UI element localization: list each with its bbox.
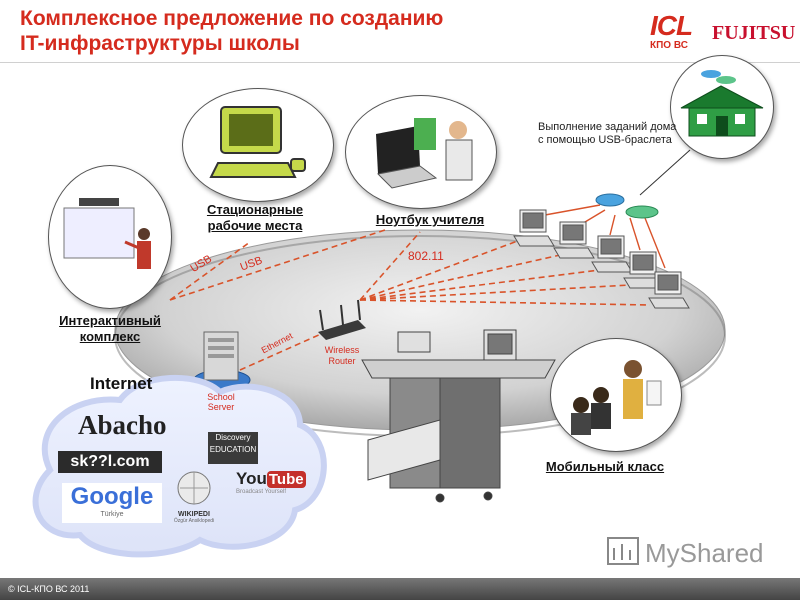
youtube-tube-text: Tube: [266, 471, 306, 488]
wifi-label: 802.11: [408, 249, 444, 263]
abacho-logo: Abacho: [78, 410, 167, 440]
youtube-subtext: Broadcast Yourself: [236, 489, 287, 495]
mobile-class-bubble: [550, 338, 682, 452]
icl-logo-subtext: КПО ВС: [650, 40, 688, 51]
interactive-whiteboard-icon: [63, 198, 151, 269]
usb-bracelet-icon: [595, 193, 659, 219]
teacher-laptop-bubble: [345, 95, 497, 209]
router-label: Wireless Router: [316, 345, 368, 367]
footer-copyright: © ICL-КПО ВС 2011: [8, 584, 90, 594]
teacher-laptop-icon: [376, 118, 473, 189]
header-divider: [0, 62, 800, 63]
fujitsu-logo: FUJITSU: [712, 22, 796, 44]
footer-bar: © ICL-КПО ВС 2011: [0, 578, 800, 600]
server-label-line-1: School: [207, 392, 235, 402]
myshared-watermark: MyShared: [645, 538, 764, 568]
workstations-label: Стационарные рабочие места: [185, 202, 325, 234]
router-label-line-1: Wireless: [324, 345, 360, 355]
google-logo: Google Türkiye: [62, 483, 162, 523]
student-laptops: [513, 209, 690, 309]
wireless-router-icon: [318, 299, 366, 340]
workstations-label-line-1: Стационарные: [206, 202, 304, 217]
workstation-bubble: [182, 88, 334, 202]
interactive-bubble: [48, 165, 172, 309]
google-text: Google: [70, 483, 154, 510]
connection-lines: [169, 229, 651, 371]
interactive-label-line-2: комплекс: [79, 329, 141, 344]
teacher-laptop-label: Ноутбук учителя: [375, 212, 485, 227]
school-server-icon: [193, 331, 251, 391]
internet-label: Internet: [90, 374, 153, 393]
router-label-line-2: Router: [328, 356, 356, 366]
wikipedia-subtext: Özgür Ansiklopedi: [173, 518, 215, 524]
wikipedia-text: WIKIPEDI: [178, 511, 210, 518]
discovery-education-logo: Discovery EDUCATION: [208, 432, 258, 464]
title-line-1: Комплексное предложение по созданию: [20, 7, 444, 30]
mobile-class-label: Мобильный класс: [545, 459, 665, 474]
icl-logo: ICL КПО ВС: [650, 12, 710, 54]
school-logo: sk??l.com: [58, 451, 162, 473]
usb-bracelet-arrows: [544, 204, 666, 269]
interactive-label-line-1: Интерактивный: [59, 313, 161, 328]
home-link-arrow: [639, 149, 691, 196]
homework-text: Выполнение заданий дома с помощью USB-бр…: [538, 121, 677, 146]
interactive-complex-label: Интерактивный комплекс: [40, 313, 180, 345]
home-house-icon: [680, 70, 764, 137]
discovery-text: Discovery: [215, 433, 251, 442]
server-label-line-2: Server: [207, 402, 235, 412]
desktop-computer-icon: [209, 106, 306, 178]
youtube-you-text: You: [236, 469, 267, 488]
workstations-label-line-2: рабочие места: [207, 218, 303, 233]
students-icon: [571, 360, 662, 435]
title-line-2: IT-инфраструктуры школы: [20, 32, 300, 55]
wikipedia-logo: WIKIPEDI Özgür Ansiklopedi: [170, 470, 218, 525]
home-bubble: [670, 55, 774, 159]
myshared-logo-icon: [607, 537, 639, 565]
discovery-subtext: EDUCATION: [209, 445, 257, 454]
google-subtext: Türkiye: [100, 511, 124, 518]
server-label: School Server: [195, 392, 247, 412]
icl-logo-text: ICL: [650, 10, 693, 41]
page-title: Комплексное предложение по созданию IT-и…: [20, 6, 610, 56]
wikipedia-globe-icon: [177, 471, 211, 505]
laptop-cart-icon: [361, 329, 556, 503]
